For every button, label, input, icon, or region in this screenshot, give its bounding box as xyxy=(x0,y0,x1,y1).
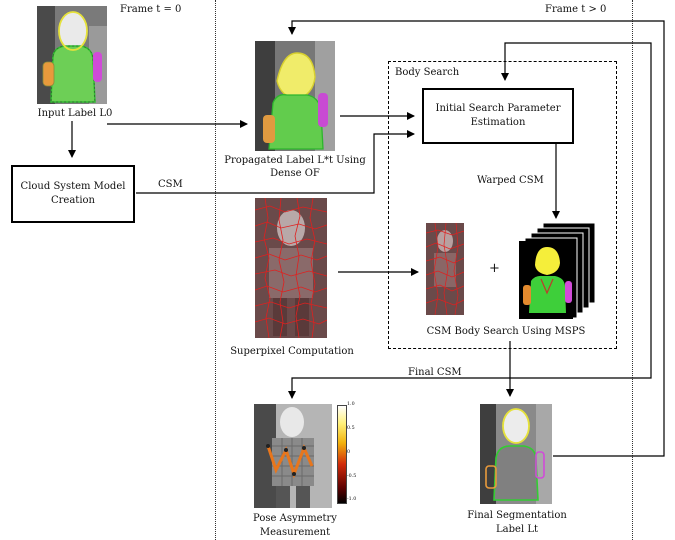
colorbar-tick-2: 0 xyxy=(347,450,351,455)
propagated-label-image xyxy=(255,41,335,151)
input-label-image xyxy=(37,6,107,104)
arrow-final-seg-loop xyxy=(288,20,665,457)
warped-csm-label: Warped CSM xyxy=(477,175,544,186)
pose-caption-line1: Pose Asymmetry xyxy=(253,513,337,524)
propagated-caption-line1: Propagated Label L*t Using xyxy=(224,155,366,166)
propagated-caption-line2: Dense OF xyxy=(270,168,320,179)
final-csm-label: Final CSM xyxy=(408,367,462,378)
csm-body-search-label: CSM Body Search Using MSPS xyxy=(426,326,586,337)
superpixel-image xyxy=(255,198,327,338)
final-caption-line2: Label Lt xyxy=(496,524,538,535)
final-caption-line1: Final Segmentation xyxy=(467,510,567,521)
initial-search-box: Initial Search Parameter Estimation xyxy=(422,88,574,144)
colorbar-tick-0: 1.0 xyxy=(347,402,355,407)
cloud-model-text: Cloud System Model Creation xyxy=(20,181,126,206)
csm-stack xyxy=(519,221,604,321)
body-search-title: Body Search xyxy=(395,67,460,78)
initial-search-text: Initial Search Parameter Estimation xyxy=(435,103,561,128)
frame-t-label: Frame t > 0 xyxy=(545,4,607,15)
body-search-container xyxy=(388,61,617,349)
plus-sign: + xyxy=(489,261,500,276)
colorbar-tick-4: -1.0 xyxy=(347,497,357,502)
msps-superpixel-image xyxy=(426,223,464,315)
arrow-final-csm-loop xyxy=(501,42,652,379)
frame-separator-right xyxy=(632,0,633,540)
arrow-final-csm-to-pose xyxy=(288,377,510,399)
colorbar-tick-1: 0.5 xyxy=(347,426,355,431)
arrow-csm-to-initial xyxy=(136,130,415,194)
frame0-label: Frame t = 0 xyxy=(120,4,182,15)
pose-colorbar xyxy=(337,405,347,504)
pose-asymmetry-image xyxy=(254,404,332,508)
cloud-model-box: Cloud System Model Creation xyxy=(11,165,135,223)
final-segmentation-image xyxy=(480,404,552,504)
superpixel-caption: Superpixel Computation xyxy=(230,346,354,357)
colorbar-tick-3: -0.5 xyxy=(347,474,357,479)
csm-arrow-label: CSM xyxy=(158,179,183,190)
pose-caption-line2: Measurement xyxy=(259,527,331,538)
frame-separator-left xyxy=(215,0,216,540)
input-label-caption: Input Label L0 xyxy=(37,108,113,119)
